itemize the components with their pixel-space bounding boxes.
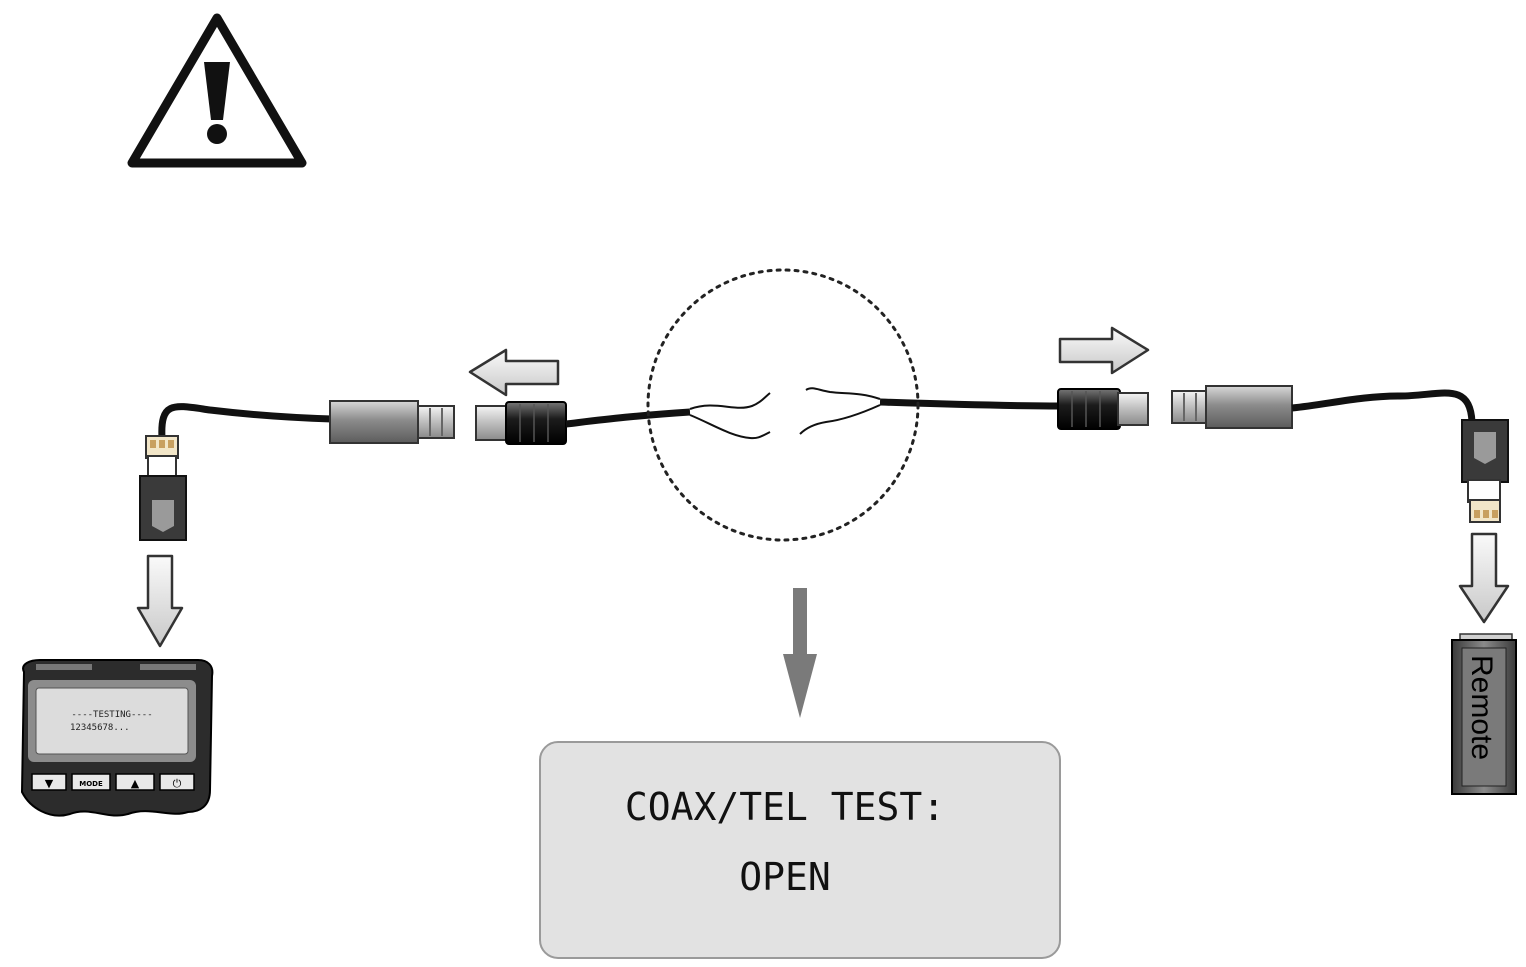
remote-unit: Remote [1451,633,1517,795]
result-line2: OPEN [739,855,831,899]
left-f-connector-female [475,401,567,445]
left-f-connector-male [329,400,455,444]
cable-right-segment [879,398,1061,410]
right-rj-plug [1461,419,1509,523]
tester-screen-line1: ----TESTING---- [71,710,152,720]
tester-button-down[interactable]: ▼ [45,777,54,790]
result-line1: COAX/TEL TEST: [625,785,945,829]
tester-button-row: ▼ MODE ▲ ⏻ [31,773,195,791]
tester-button-power[interactable]: ⏻ [173,777,182,790]
tester-button-mode[interactable]: MODE [79,780,103,788]
arrow-right-icon [1058,326,1150,375]
warning-triangle-icon [127,13,307,168]
arrow-left-icon [468,348,560,397]
arrow-down-right-icon [1458,532,1510,624]
left-rj-plug [139,435,187,541]
left-cable [158,403,333,439]
arrow-down-result-icon [783,588,817,718]
right-f-connector-male [1171,385,1293,429]
tester-device: ----TESTING---- 12345678... ▼ MODE ▲ ⏻ [20,659,214,817]
arrow-down-left-icon [136,554,184,648]
cable-left-segment [565,408,691,428]
right-cable [1291,389,1476,423]
remote-label: Remote [1465,655,1498,760]
result-display: COAX/TEL TEST: OPEN [539,741,1061,959]
tester-button-up[interactable]: ▲ [131,777,140,790]
right-f-connector-female [1057,388,1149,430]
broken-wire-strands [689,387,881,440]
tester-screen-line2: 12345678... [70,723,130,733]
break-highlight-circle [646,268,920,542]
